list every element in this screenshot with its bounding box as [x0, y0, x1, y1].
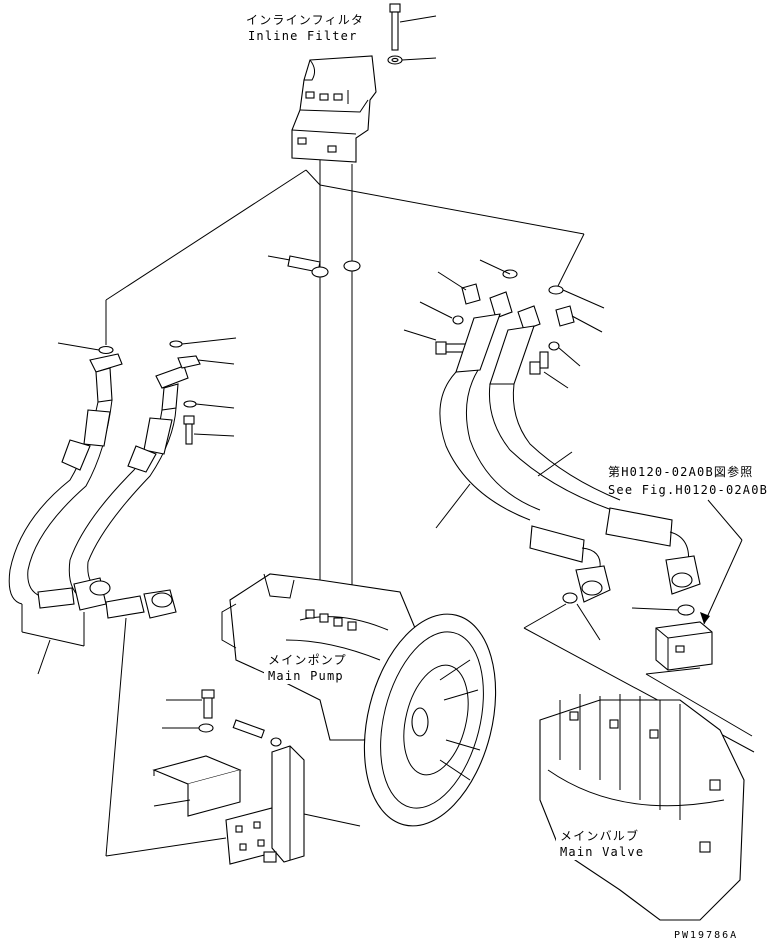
main-valve-label-en: Main Valve — [560, 845, 644, 859]
main-pump-label-en: Main Pump — [268, 669, 344, 683]
drawing-number: PW19786A — [674, 930, 738, 941]
main-pump — [221, 573, 497, 827]
main-valve-label-jp: メインバルブ — [560, 828, 639, 843]
main-pump-label-bg — [264, 650, 346, 684]
main-pump-label-jp: メインポンプ — [268, 653, 347, 667]
right-hose-assembly — [403, 259, 701, 603]
filter-connection-lines — [105, 160, 585, 610]
filter-bolt — [389, 3, 437, 51]
left-hose-assembly — [8, 337, 237, 857]
inline-filter-label-en: Inline Filter — [248, 29, 358, 43]
o-rings-lower-right — [523, 592, 755, 753]
inline-filter — [291, 55, 377, 163]
inline-filter-label-jp: インラインフィルタ — [246, 13, 364, 27]
filter-washer — [387, 55, 437, 65]
see-fig-label-jp: 第H0120-02A0B図参照 — [608, 464, 753, 479]
pump-bracket — [105, 689, 361, 865]
see-fig-label-en: See Fig.H0120-02A0B — [608, 483, 767, 497]
junction-block — [645, 499, 753, 737]
main-valve-label-bg — [556, 826, 646, 860]
main-valve — [539, 694, 745, 921]
o-ring-pair-center — [267, 255, 361, 278]
